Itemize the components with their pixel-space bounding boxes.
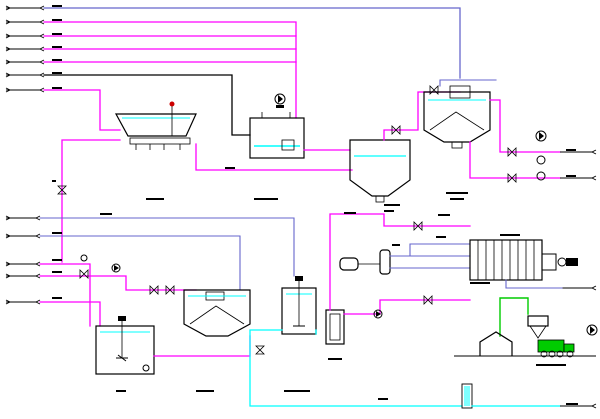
inlet-arrows-middle <box>5 215 41 305</box>
sludge-line-clarifier-out-2 <box>469 141 561 179</box>
air-compressor <box>339 249 391 275</box>
valve-icon <box>413 221 433 305</box>
clarifier <box>423 85 491 149</box>
pipe-arrow-icon <box>5 87 45 93</box>
top-pipe-network <box>43 7 461 136</box>
pipe-arrow-icon <box>5 261 41 267</box>
pump-icon <box>586 324 598 336</box>
sludge-hopper <box>114 101 197 150</box>
hopper-label-bar <box>146 198 164 200</box>
sludge-line-to-hopper <box>43 89 121 131</box>
reaction-tank <box>281 276 317 335</box>
sludge-main-vertical <box>61 139 121 263</box>
clear-water-tank <box>249 112 305 159</box>
sludge-line-to-clarifier <box>383 91 461 141</box>
concentration-tank <box>183 289 251 337</box>
pipe-arrow-icon <box>5 59 45 65</box>
sludge-line-to-press <box>329 213 471 311</box>
flow-meter-icon <box>461 383 473 409</box>
sedimentation-tank <box>349 139 411 203</box>
pipe-arrow-icon <box>5 19 45 25</box>
sludge-line-1 <box>43 21 297 119</box>
dosing-line-middle-1 <box>39 217 295 277</box>
storage-shed-icon <box>479 331 513 356</box>
outlet-arrows-right-bottom <box>560 403 597 409</box>
sludge-cake-line <box>499 297 529 337</box>
outlet-arrows-right-upper <box>560 149 597 181</box>
valve-icon <box>429 85 439 95</box>
pump-icon <box>535 130 547 181</box>
pump-icon <box>274 93 286 108</box>
pipe-arrow-icon <box>5 5 45 11</box>
pipe-arrow-icon <box>5 233 41 239</box>
dosing-line-to-thickener <box>43 7 461 79</box>
sludge-pump-well <box>325 309 345 345</box>
water-line-main <box>249 329 463 407</box>
dosing-line-middle-2 <box>39 235 241 291</box>
pipe-arrow-icon <box>560 149 597 155</box>
inlet-arrows-top <box>5 5 45 93</box>
pipe-arrow-icon <box>5 215 41 221</box>
pipe-arrow-icon <box>5 299 41 305</box>
sludge-line-press-out <box>505 279 563 289</box>
valve-icon <box>57 185 67 195</box>
valve-icon <box>391 125 401 135</box>
pump-icon <box>142 364 150 372</box>
valve-icon <box>255 345 265 355</box>
valve-icon <box>507 147 517 183</box>
filter-press-icon <box>469 239 578 281</box>
pipe-arrow-icon <box>560 175 597 181</box>
truck-icon <box>537 339 575 358</box>
dosing-line-clarifier <box>439 79 497 87</box>
sludge-line-mix-out <box>153 335 251 357</box>
sludge-line-hopper-out <box>195 143 353 171</box>
pipe-arrow-icon <box>5 46 45 52</box>
mixer-icon <box>116 316 128 362</box>
pipe-arrow-icon <box>5 72 45 78</box>
sludge-line-clarifier-out-1 <box>489 99 561 153</box>
outlet-arrows-right-middle <box>562 285 597 291</box>
sludge-line-middle-2 <box>39 275 197 291</box>
pump-icon <box>169 101 175 107</box>
sludge-line-middle-1 <box>39 263 91 327</box>
pipe-arrow-icon <box>5 273 41 279</box>
pipe-arrow-icon <box>5 33 45 39</box>
tank-label-bar <box>254 198 278 200</box>
pipe-arrow-icon <box>562 285 597 291</box>
mixer-icon <box>293 276 305 327</box>
sludge-line-well-out <box>343 299 471 315</box>
mixing-tank <box>95 316 155 375</box>
conveyor-icon <box>527 315 549 339</box>
pump-icon <box>80 254 121 273</box>
pump-icon <box>373 309 383 319</box>
dosing-line-press <box>389 243 471 269</box>
inlet-tag-bars-top <box>52 5 62 89</box>
sludge-line-middle-3 <box>39 301 101 327</box>
return-line-black <box>43 74 251 136</box>
valve-icon <box>79 269 175 295</box>
pipe-arrow-icon <box>560 403 597 409</box>
